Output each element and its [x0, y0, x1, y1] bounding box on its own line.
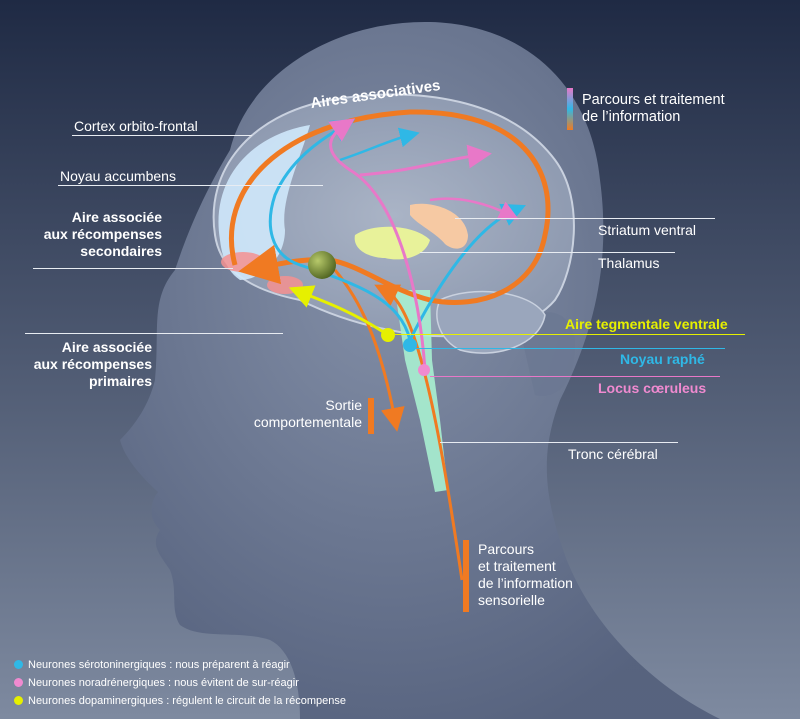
orange-pathway	[228, 109, 551, 305]
yellow-dot-icon	[14, 696, 23, 705]
cyan-dot-icon	[14, 660, 23, 669]
yellow-pathway	[288, 285, 389, 337]
label-cortex-orbito-frontal: Cortex orbito-frontal	[74, 118, 198, 134]
label-noyau-raphe: Noyau raphé	[620, 351, 705, 367]
frontal-cortex	[218, 125, 310, 280]
leader-cortex	[72, 135, 252, 136]
sensorielle-bar	[463, 540, 469, 612]
legend-item-dopamine: Neurones dopaminergiques : régulent le c…	[14, 694, 346, 708]
leader-thalamus	[420, 252, 675, 253]
label-noyau-accumbens: Noyau accumbens	[60, 168, 176, 184]
locus-dot	[418, 364, 430, 376]
label-thalamus: Thalamus	[598, 255, 660, 271]
leader-locus	[430, 376, 720, 377]
leader-vta	[395, 334, 745, 335]
pink-pathway-3	[429, 197, 519, 220]
cerebellum	[436, 290, 546, 354]
pink-pathway-2	[359, 144, 492, 177]
label-locus-coeruleus: Locus cœruleus	[598, 380, 707, 396]
striatum-ventral	[410, 203, 468, 249]
vta-dot	[381, 328, 395, 342]
pathway-legend-bar	[567, 88, 573, 130]
raphe-dot	[403, 338, 417, 352]
leader-primaires	[25, 333, 283, 334]
cyan-pathway-3	[339, 127, 420, 162]
leader-accumbens	[58, 185, 323, 186]
cyan-pathway-1	[268, 118, 412, 341]
label-aire-recompenses-secondaires: Aire associée aux récompenses secondaire…	[43, 209, 162, 259]
leader-tronc	[440, 442, 678, 443]
pink-pathway-1	[328, 118, 427, 371]
nucleus-accumbens	[308, 251, 336, 279]
label-aire-tegmentale-ventrale: Aire tegmentale ventrale	[565, 316, 728, 332]
label-sortie-comportementale: Sortie comportementale	[253, 397, 362, 430]
leader-raphe	[415, 348, 725, 349]
label-aire-recompenses-primaires: Aire associée aux récompenses primaires	[33, 339, 152, 389]
legend-item-noradrenaline: Neurones noradrénergiques : nous évitent…	[14, 676, 299, 690]
sensory-pathway	[374, 284, 464, 581]
leader-striatum	[455, 218, 715, 219]
label-parcours-info-sensorielle: Parcours et traitement de l’information …	[478, 541, 573, 608]
pink-dot-icon	[14, 678, 23, 687]
label-striatum-ventral: Striatum ventral	[598, 222, 697, 238]
thalamus-shape	[354, 226, 430, 260]
label-tronc-cerebral: Tronc cérébral	[568, 446, 658, 462]
label-parcours-traitement-info: Parcours et traitement de l’information	[582, 92, 725, 125]
reward-area-primary	[267, 276, 303, 294]
leader-secondaires	[33, 268, 233, 269]
legend-item-serotonin: Neurones sérotoninergiques : nous prépar…	[14, 658, 290, 672]
sortie-bar	[368, 398, 374, 434]
